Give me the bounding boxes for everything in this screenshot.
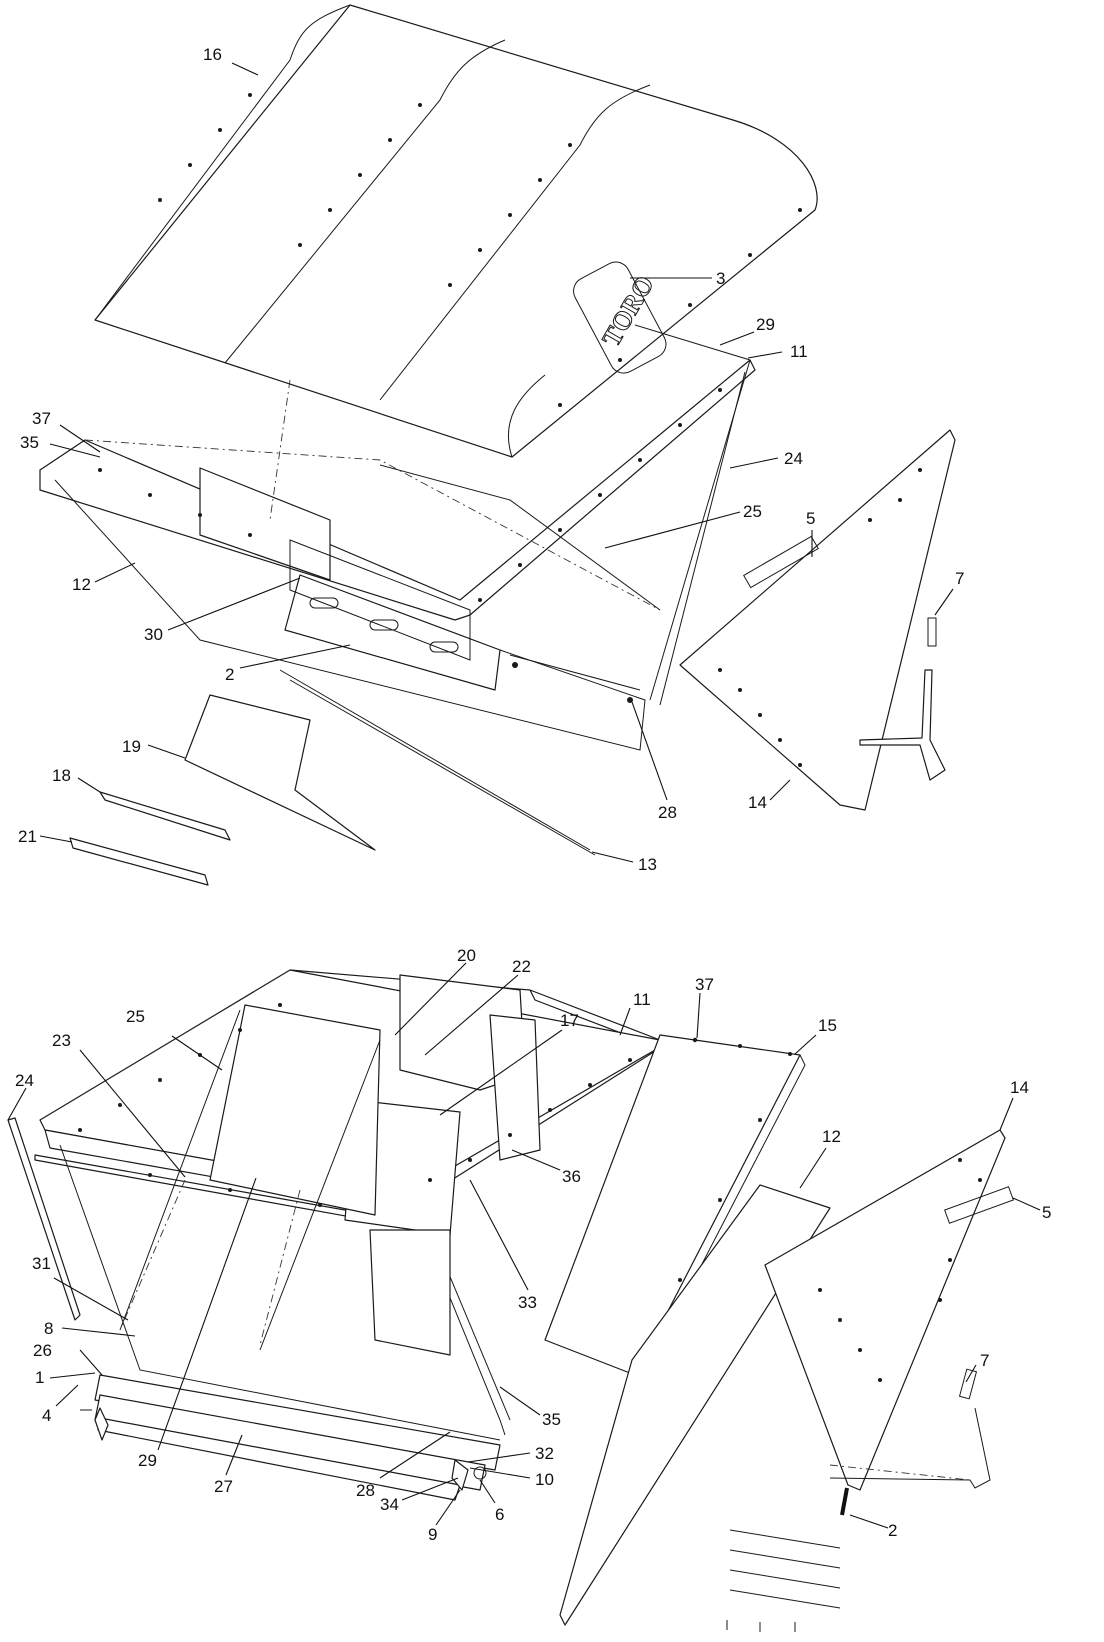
callout-3: 3 bbox=[716, 269, 725, 288]
hopper-cover-part: TORO bbox=[94, 4, 818, 458]
callout-35b: 35 bbox=[542, 1410, 561, 1429]
callout-35: 35 bbox=[20, 433, 39, 452]
callout-14: 14 bbox=[748, 793, 767, 812]
callout-10: 10 bbox=[535, 1470, 554, 1489]
callout-29: 29 bbox=[756, 315, 775, 334]
callout-34: 34 bbox=[380, 1495, 399, 1514]
callout-12b: 12 bbox=[822, 1127, 841, 1146]
callout-16: 16 bbox=[203, 45, 222, 64]
callout-27: 27 bbox=[214, 1477, 233, 1496]
callout-2: 2 bbox=[225, 665, 234, 684]
callout-15: 15 bbox=[818, 1016, 837, 1035]
callout-29b: 29 bbox=[138, 1451, 157, 1470]
callout-37b: 37 bbox=[695, 975, 714, 994]
callout-20: 20 bbox=[457, 946, 476, 965]
callout-25: 25 bbox=[743, 502, 762, 521]
callout-12: 12 bbox=[72, 575, 91, 594]
plate-19-part bbox=[184, 694, 376, 851]
top-callouts: 16 3 29 11 24 25 5 7 37 35 12 30 2 19 18… bbox=[18, 45, 964, 874]
callout-28b: 28 bbox=[356, 1481, 375, 1500]
callout-24: 24 bbox=[784, 449, 803, 468]
callout-23: 23 bbox=[52, 1031, 71, 1050]
top-leader-lines bbox=[39, 62, 954, 863]
callout-5b: 5 bbox=[1042, 1203, 1051, 1222]
callout-36: 36 bbox=[562, 1167, 581, 1186]
side-panel-14-part bbox=[679, 429, 956, 811]
callout-19: 19 bbox=[122, 737, 141, 756]
bottom-leader-lines bbox=[7, 962, 1041, 1529]
callout-17: 17 bbox=[560, 1011, 579, 1030]
callout-24b: 24 bbox=[15, 1071, 34, 1090]
callout-6: 6 bbox=[495, 1505, 504, 1524]
callout-9: 9 bbox=[428, 1525, 437, 1544]
callout-14b: 14 bbox=[1010, 1078, 1029, 1097]
bottom-callouts: 20 22 17 11 37 15 25 23 24 36 12 14 5 31… bbox=[15, 946, 1051, 1544]
callout-33: 33 bbox=[518, 1293, 537, 1312]
callout-22: 22 bbox=[512, 957, 531, 976]
plate-18-part bbox=[99, 791, 231, 841]
frame-assembly-part bbox=[34, 969, 661, 1501]
callout-32: 32 bbox=[535, 1444, 554, 1463]
callout-28: 28 bbox=[658, 803, 677, 822]
callout-37: 37 bbox=[32, 409, 51, 428]
callout-2b: 2 bbox=[888, 1521, 897, 1540]
hopper-frame-part bbox=[39, 324, 756, 751]
callout-30: 30 bbox=[144, 625, 163, 644]
callout-7: 7 bbox=[955, 569, 964, 588]
callout-7b: 7 bbox=[980, 1351, 989, 1370]
callout-25b: 25 bbox=[126, 1007, 145, 1026]
bottom-assembly: 20 22 17 11 37 15 25 23 24 36 12 14 5 31… bbox=[7, 946, 1051, 1632]
callout-1: 1 bbox=[35, 1368, 44, 1387]
bar-24-part bbox=[7, 1117, 81, 1321]
rail-13-part bbox=[279, 669, 596, 856]
top-assembly: TORO bbox=[18, 4, 964, 886]
callout-4: 4 bbox=[42, 1406, 51, 1425]
callout-8: 8 bbox=[44, 1319, 53, 1338]
callout-13: 13 bbox=[638, 855, 657, 874]
callout-11: 11 bbox=[790, 342, 808, 361]
side-panel-14b-part bbox=[726, 1129, 1014, 1632]
callout-31: 31 bbox=[32, 1254, 51, 1273]
panel-12-part bbox=[559, 1184, 831, 1626]
strip-21-part bbox=[69, 837, 209, 886]
callout-11b: 11 bbox=[633, 990, 651, 1009]
callout-26: 26 bbox=[33, 1341, 52, 1360]
callout-5: 5 bbox=[806, 509, 815, 528]
callout-21: 21 bbox=[18, 827, 37, 846]
callout-18: 18 bbox=[52, 766, 71, 785]
